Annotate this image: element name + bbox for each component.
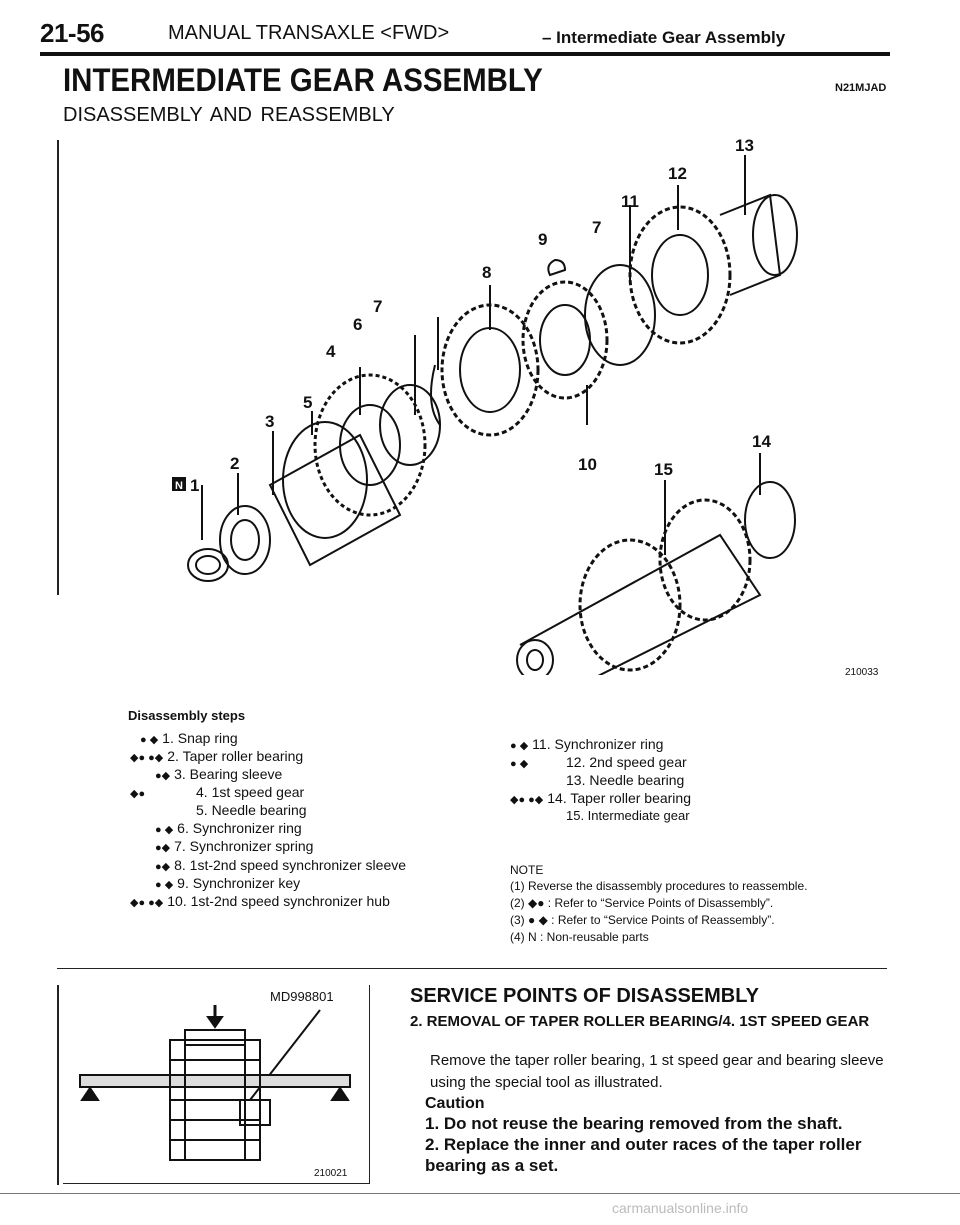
step-marker: ◆● ●◆ (510, 794, 544, 806)
step-label: 2. Taper roller bearing (167, 748, 304, 764)
step-item: ●◆3. Bearing sleeve (155, 766, 282, 782)
callout-3: 3 (265, 412, 274, 431)
step-item: ● ◆6. Synchronizer ring (155, 820, 302, 836)
section-code: N21MJAD (835, 82, 887, 94)
note-item: (3) ● ◆ : Refer to “Service Points of Re… (510, 913, 775, 927)
step-item: 13. Needle bearing (510, 772, 684, 788)
step-marker: ●◆ (155, 770, 171, 782)
page-title: INTERMEDIATE GEAR ASSEMBLY (63, 62, 543, 98)
step-item: ● ◆11. Synchronizer ring (510, 736, 663, 752)
footer-rule (0, 1193, 960, 1194)
step-item: ● ◆9. Synchronizer key (155, 875, 300, 891)
step-marker: ◆● (130, 788, 146, 800)
note-item: (1) Reverse the disassembly procedures t… (510, 879, 808, 893)
step-marker: ● ◆ (510, 740, 529, 752)
step-item: ● ◆ 12. 2nd speed gear (510, 754, 687, 770)
step-label: 11. Synchronizer ring (532, 736, 664, 752)
note-item: (4) N : Non-reusable parts (510, 930, 649, 944)
figure-divider-vertical (57, 985, 59, 1185)
svg-text:N: N (175, 480, 183, 492)
callout-10: 10 (578, 455, 597, 474)
step-item: ◆● ●◆2. Taper roller bearing (130, 748, 303, 764)
manual-title: MANUAL TRANSAXLE <FWD> (168, 22, 450, 44)
tool-figure-frame (63, 985, 370, 1184)
step-item: ◆● ●◆14. Taper roller bearing (510, 790, 691, 806)
step-label: 10. 1st-2nd speed synchronizer hub (167, 893, 390, 909)
step-marker: ◆● ●◆ (130, 752, 164, 764)
callout-9: 9 (538, 230, 547, 249)
step-label: 14. Taper roller bearing (547, 790, 691, 806)
callout-7a: 7 (373, 297, 382, 316)
callout-5: 5 (303, 393, 312, 412)
callout-15: 15 (654, 460, 673, 479)
step-marker: ● ◆ (140, 734, 159, 746)
header-rule (40, 52, 890, 56)
step-label: 8. 1st-2nd speed synchronizer sleeve (174, 857, 407, 873)
step-label: 12. 2nd speed gear (566, 754, 687, 770)
footer-watermark: carmanualsonline.info (612, 1200, 749, 1216)
step-item: 15. Intermediate gear (510, 808, 690, 823)
step-marker: ● ◆ (155, 824, 174, 836)
step-marker: ◆● ●◆ (130, 897, 164, 909)
exploded-gear-diagram: N 1 2 3 4 5 6 7 7 8 9 10 11 12 13 14 15 (172, 136, 798, 675)
callout-7b: 7 (592, 218, 601, 237)
figure-id: 210033 (845, 667, 879, 678)
note-item: (2) ◆● : Refer to “Service Points of Dis… (510, 896, 774, 910)
step-item: ●◆7. Synchronizer spring (155, 838, 313, 854)
step-label: 3. Bearing sleeve (174, 766, 283, 782)
step-label: 4. 1st speed gear (196, 784, 305, 800)
manual-subtitle: – Intermediate Gear Assembly (542, 28, 786, 47)
service-point-heading: 2. REMOVAL OF TAPER ROLLER BEARING/4. 1S… (410, 1013, 870, 1030)
step-label: 15. Intermediate gear (566, 808, 690, 823)
caution-item: 2. Replace the inner and outer races of … (425, 1135, 862, 1175)
callout-6: 6 (353, 315, 362, 334)
step-label: 7. Synchronizer spring (174, 838, 314, 854)
callout-4: 4 (326, 342, 336, 361)
service-points-title: SERVICE POINTS OF DISASSEMBLY (410, 985, 759, 1007)
step-item: ● ◆1. Snap ring (140, 730, 238, 746)
step-marker: ●◆ (155, 842, 171, 854)
step-item: ◆● 4. 1st speed gear (130, 784, 304, 800)
step-label: 6. Synchronizer ring (177, 820, 302, 836)
section-divider-vertical (57, 140, 59, 595)
caution-item: 1. Do not reuse the bearing removed from… (425, 1114, 843, 1133)
step-label: 13. Needle bearing (566, 772, 685, 788)
page-number: 21-56 (40, 18, 105, 48)
special-tool-diagram (79, 1005, 351, 1161)
disassembly-steps-title: Disassembly steps (128, 708, 246, 723)
step-label: 9. Synchronizer key (177, 875, 301, 891)
step-item: 5. Needle bearing (130, 802, 307, 818)
caution-title: Caution (425, 1095, 485, 1112)
callout-1: 1 (190, 476, 199, 495)
figure-id: 210021 (314, 1168, 348, 1179)
step-label: 5. Needle bearing (196, 802, 307, 818)
callout-13: 13 (735, 136, 754, 155)
section-subtitle: DISASSEMBLY AND REASSEMBLY (63, 104, 395, 126)
callout-8: 8 (482, 263, 491, 282)
section-divider-horizontal (57, 968, 887, 969)
step-label: 1. Snap ring (162, 730, 238, 746)
step-marker: ● ◆ (510, 758, 529, 770)
callout-14: 14 (752, 432, 771, 451)
callout-2: 2 (230, 454, 239, 473)
step-item: ◆● ●◆10. 1st-2nd speed synchronizer hub (130, 893, 390, 909)
step-marker: ●◆ (155, 861, 171, 873)
tool-number: MD998801 (270, 989, 334, 1004)
callout-11: 11 (621, 192, 639, 211)
callout-12: 12 (668, 164, 687, 183)
step-item: ●◆8. 1st-2nd speed synchronizer sleeve (155, 857, 406, 873)
step-marker: ● ◆ (155, 879, 174, 891)
service-point-text: Remove the taper roller bearing, 1 st sp… (430, 1052, 884, 1091)
note-title: NOTE (510, 863, 544, 877)
